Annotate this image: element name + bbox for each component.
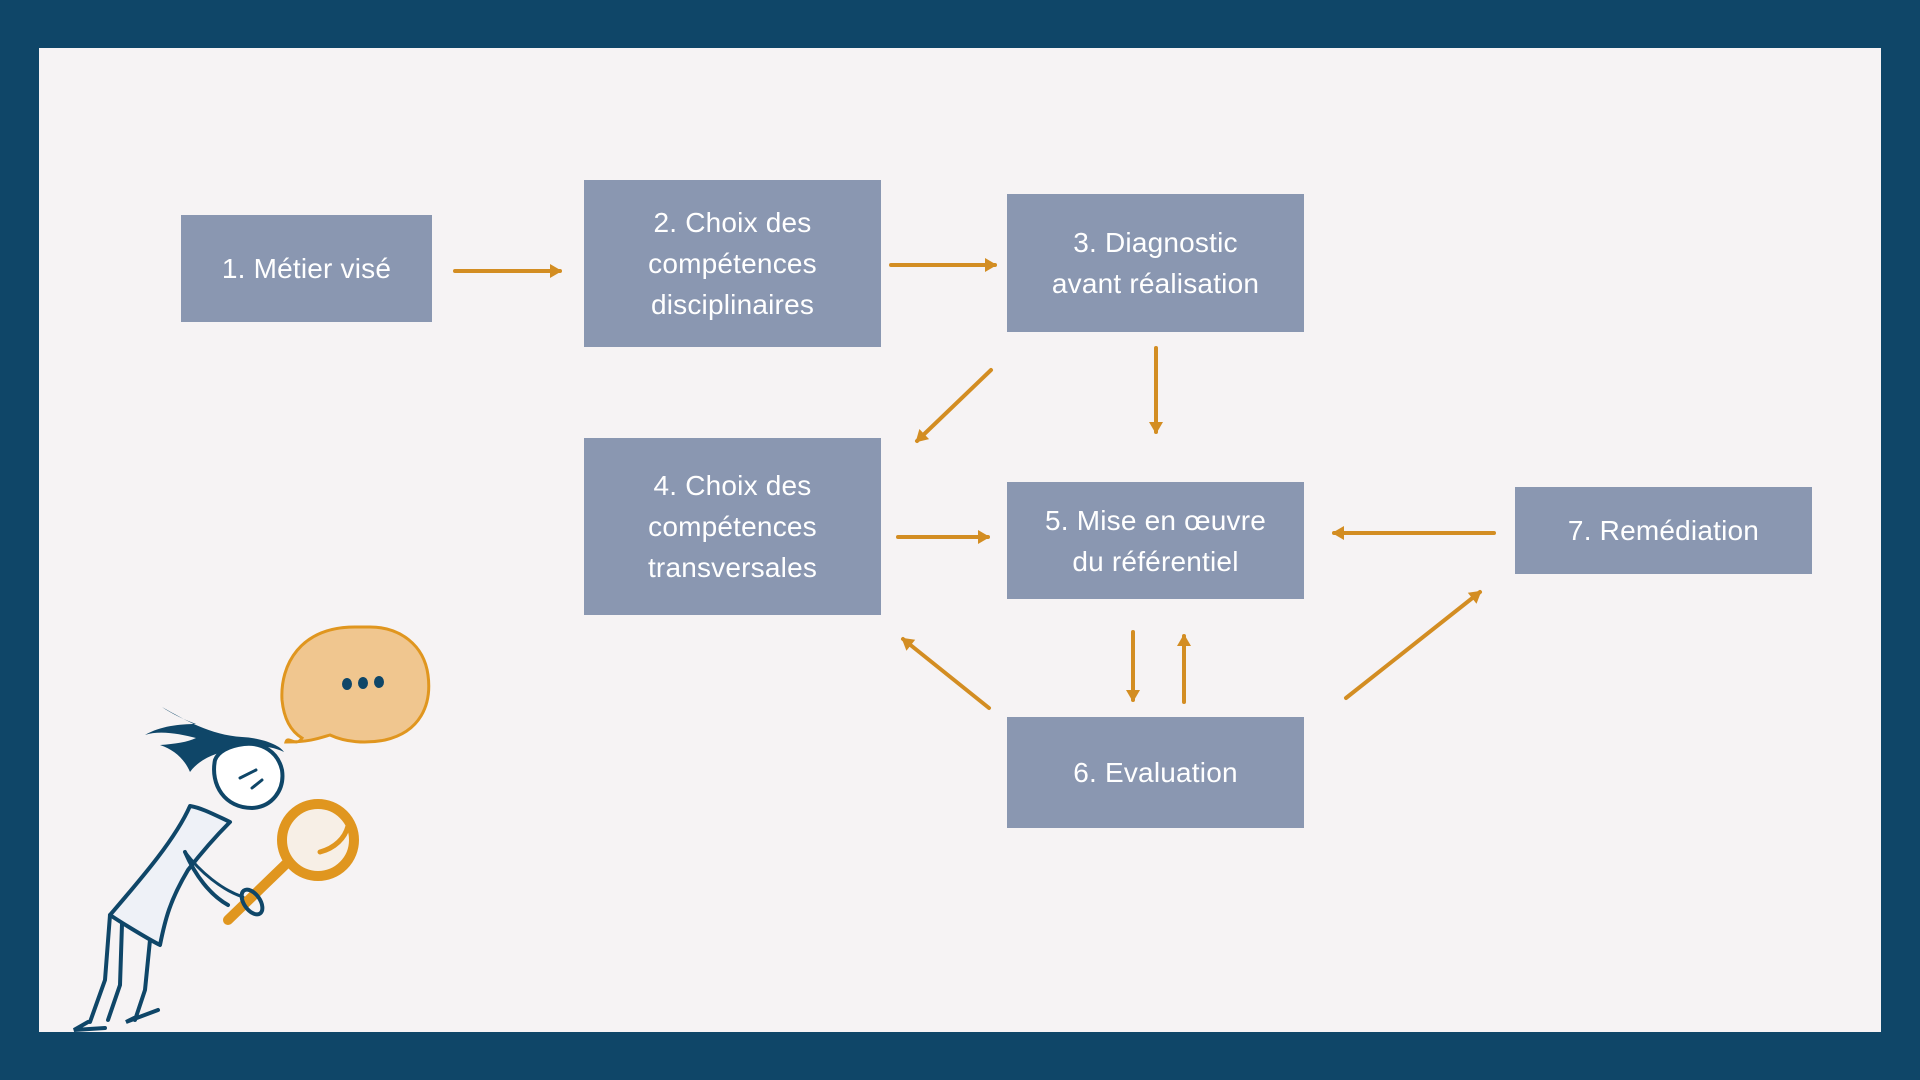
node-label: 3. Diagnostic avant réalisation <box>1051 227 1260 299</box>
arrow-6-to-7 <box>1344 590 1482 700</box>
node-label: 2. Choix des compétences disciplinaires <box>648 207 817 320</box>
magnifier-icon <box>223 799 359 925</box>
node-competences-disciplinaires: 2. Choix des compétences disciplinaires <box>584 180 881 347</box>
node-metier-vise: 1. Métier visé <box>181 215 432 322</box>
arrow-3-to-4 <box>915 368 993 443</box>
node-label: 6. Evaluation <box>1073 757 1238 788</box>
node-label: 7. Remédiation <box>1567 515 1760 546</box>
node-remediation: 7. Remédiation <box>1515 487 1812 574</box>
node-label: 5. Mise en œuvre du référentiel <box>1044 504 1267 577</box>
node-evaluation: 6. Evaluation <box>1007 717 1304 828</box>
node-label: 4. Choix des compétences transversales <box>647 470 818 583</box>
node-mise-en-oeuvre: 5. Mise en œuvre du référentiel <box>1007 482 1304 599</box>
node-competences-transversales: 4. Choix des compétences transversales <box>584 438 881 615</box>
node-label: 1. Métier visé <box>221 253 392 284</box>
node-diagnostic: 3. Diagnostic avant réalisation <box>1007 194 1304 332</box>
arrow-6-to-4 <box>901 637 991 710</box>
speech-bubble-icon <box>280 625 431 744</box>
